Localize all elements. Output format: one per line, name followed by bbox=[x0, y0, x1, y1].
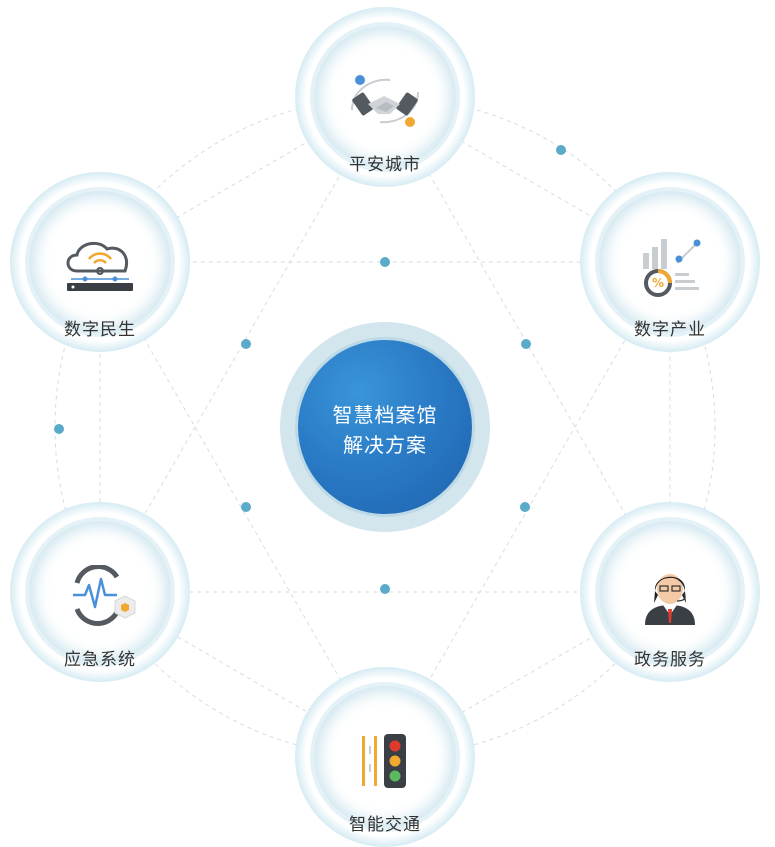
node-inner: 平安城市 bbox=[314, 26, 456, 175]
node-inner: 数字民生 bbox=[29, 191, 171, 340]
node-digital-livelihood[interactable]: 数字民生 bbox=[10, 172, 190, 352]
node-safe-city[interactable]: 平安城市 bbox=[295, 7, 475, 187]
network-dot bbox=[380, 584, 390, 594]
node-label: 智能交通 bbox=[349, 815, 421, 835]
center-hub: 智慧档案馆 解决方案 bbox=[280, 322, 490, 532]
emergency-monitor-icon bbox=[73, 565, 136, 627]
node-emergency-system[interactable]: 应急系统 bbox=[10, 502, 190, 682]
node-inner: % 数字产业 bbox=[599, 191, 741, 340]
node-inner: 应急系统 bbox=[29, 521, 171, 670]
network-dot bbox=[556, 145, 566, 155]
node-label: 应急系统 bbox=[64, 650, 136, 670]
network-dot bbox=[241, 339, 251, 349]
traffic-light-icon bbox=[362, 734, 406, 788]
node-label: 数字产业 bbox=[634, 320, 706, 340]
node-inner: 政务服务 bbox=[599, 521, 741, 670]
node-digital-industry[interactable]: % 数字产业 bbox=[580, 172, 760, 352]
center-core: 智慧档案馆 解决方案 bbox=[298, 340, 472, 514]
node-smart-traffic[interactable]: 智能交通 bbox=[295, 667, 475, 847]
center-title-line2: 解决方案 bbox=[343, 433, 427, 457]
node-inner: 智能交通 bbox=[314, 686, 456, 835]
node-government-service[interactable]: 政务服务 bbox=[580, 502, 760, 682]
center-title: 智慧档案馆 解决方案 bbox=[298, 400, 472, 460]
center-title-line1: 智慧档案馆 bbox=[332, 403, 438, 427]
service-agent-icon bbox=[645, 574, 695, 625]
node-label: 数字民生 bbox=[64, 320, 136, 340]
cloud-wifi-icon bbox=[66, 241, 133, 291]
network-dot bbox=[241, 502, 251, 512]
node-label: 政务服务 bbox=[634, 650, 706, 670]
network-dot bbox=[380, 257, 390, 267]
network-dot bbox=[521, 339, 531, 349]
network-dot bbox=[520, 502, 530, 512]
handshake-icon bbox=[351, 75, 419, 127]
network-dot bbox=[54, 424, 64, 434]
svg-text:%: % bbox=[652, 276, 664, 290]
node-label: 平安城市 bbox=[349, 155, 421, 175]
growth-chart-icon: % bbox=[643, 239, 701, 297]
